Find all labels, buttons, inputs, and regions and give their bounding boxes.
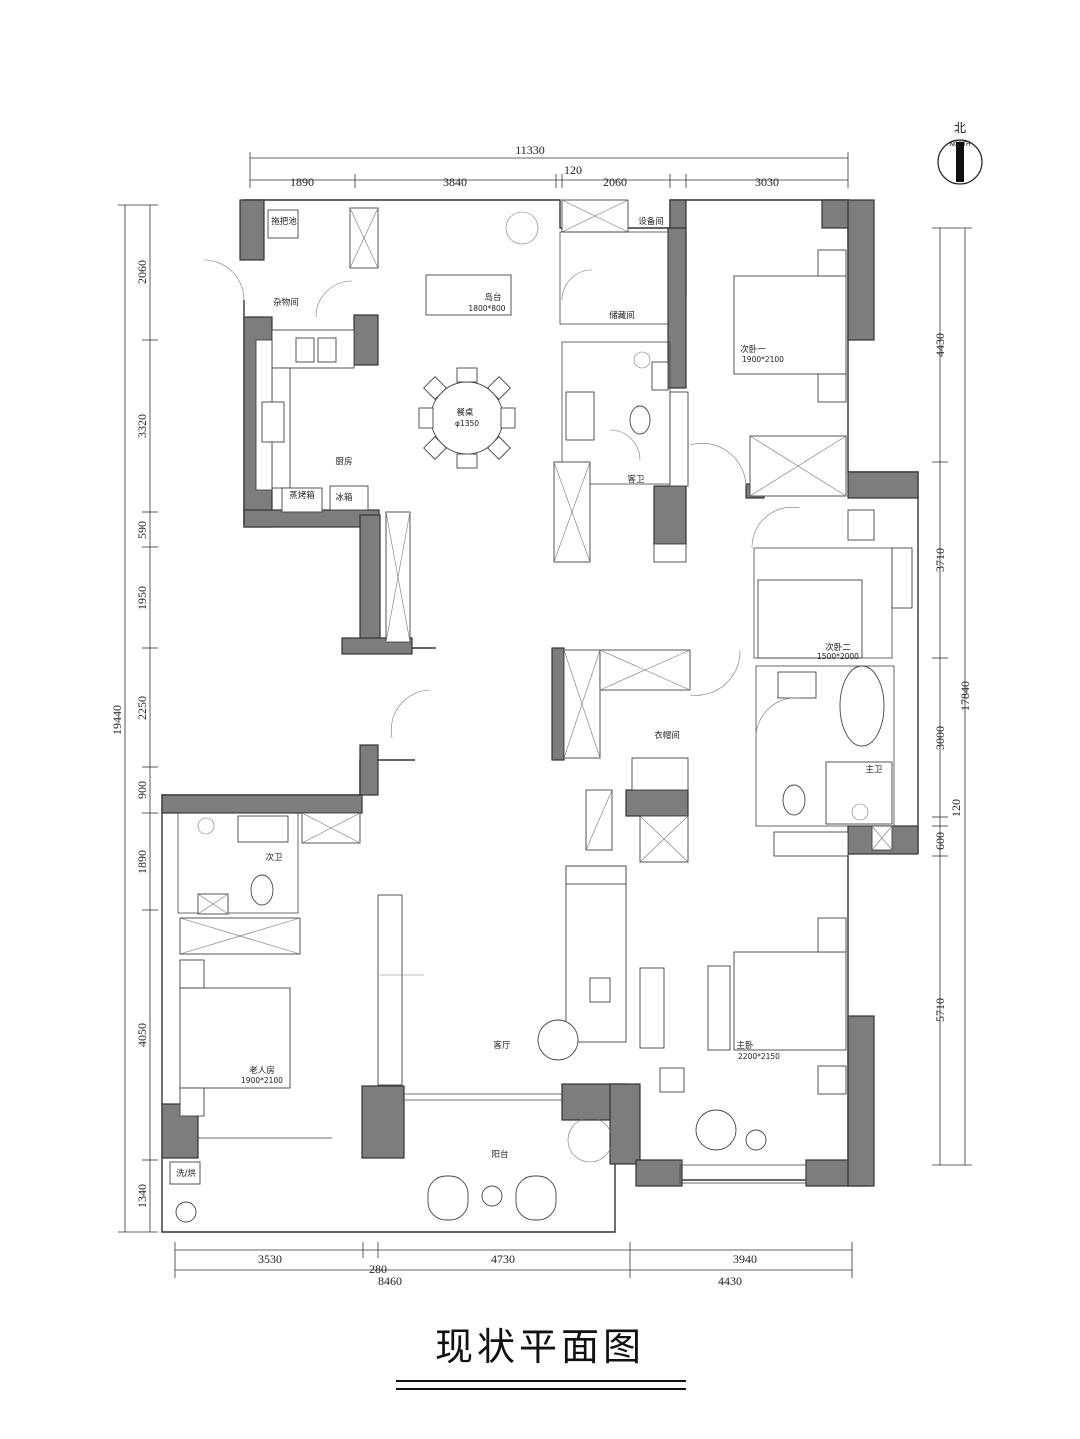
dim-left-9: 1340	[135, 1184, 149, 1208]
label-balcony: 阳台	[491, 1149, 508, 1160]
label-kitchen: 厨房	[335, 456, 352, 467]
dim-top-gap: 120	[564, 163, 582, 177]
dim-top-1: 1890	[290, 175, 314, 189]
label-cloakroom: 衣帽间	[654, 730, 680, 741]
north-label-en: NORTH	[949, 141, 970, 148]
dim-bottom-2: 280	[369, 1262, 387, 1276]
dim-left-1: 2060	[135, 260, 149, 284]
dim-right-6: 5710	[933, 998, 947, 1022]
label-guest-bath: 客卫	[627, 474, 645, 485]
plant-icon	[197, 817, 215, 835]
dim-left-total: 19440	[110, 705, 124, 735]
north-compass-icon: 北 NORTH	[937, 121, 983, 185]
label-laundry: 洗/烘	[176, 1168, 196, 1179]
plant-icon	[567, 1117, 613, 1163]
label-island-size: 1800*800	[468, 304, 505, 313]
dim-left-6: 900	[135, 781, 149, 799]
floor-plan-drawing: 11330 120 1890 3840 2060 3030 19440 2060…	[110, 121, 983, 1288]
label-elder-size: 1900*2100	[241, 1076, 283, 1085]
dim-bottom-3: 4730	[491, 1252, 515, 1266]
dim-left-8: 4050	[135, 1023, 149, 1047]
dim-top-total: 11330	[515, 143, 545, 157]
dim-right-total: 17840	[958, 681, 972, 711]
plant-icon	[505, 211, 539, 245]
label-master-bath: 主卫	[865, 764, 883, 775]
label-elder-room: 老人房	[249, 1065, 275, 1076]
label-dining: 餐桌	[456, 407, 474, 418]
north-label: 北	[954, 121, 966, 135]
dim-left-4: 1950	[135, 586, 149, 610]
label-bedroom2-size: 1900*2100	[742, 355, 784, 364]
label-dining-size: φ1350	[455, 419, 479, 428]
label-storage: 储藏间	[609, 310, 635, 321]
dim-bottom-6: 4430	[718, 1274, 742, 1288]
dim-right-3: 3000	[933, 726, 947, 750]
label-mop: 拖把池	[271, 216, 297, 227]
plant-icon	[633, 351, 651, 369]
label-fridge: 冰箱	[335, 492, 353, 503]
label-island: 岛台	[484, 292, 501, 303]
dim-bottom-5: 8460	[378, 1274, 402, 1288]
label-equipment: 设备间	[638, 216, 664, 227]
label-second-bath: 次卫	[265, 852, 283, 863]
dim-left-3: 590	[135, 521, 149, 539]
dimension-lines	[118, 152, 972, 1278]
dim-top-2: 3840	[443, 175, 467, 189]
dim-bottom-4: 3940	[733, 1252, 757, 1266]
page-title: 现状平面图	[434, 1325, 645, 1369]
title-underline	[396, 1388, 686, 1390]
dim-right-4: 120	[949, 799, 963, 817]
dim-right-5: 600	[933, 832, 947, 850]
dim-left-2: 3320	[135, 414, 149, 438]
title-underline	[396, 1380, 686, 1382]
label-bedroom2: 次卧一	[740, 344, 766, 355]
dim-left-7: 1890	[135, 850, 149, 874]
dim-top-3: 2060	[603, 175, 627, 189]
dim-right-2: 3710	[933, 548, 947, 572]
label-living: 客厅	[493, 1040, 511, 1051]
furniture	[169, 199, 913, 1223]
label-storage-misc: 杂物间	[273, 297, 299, 308]
dim-bottom-1: 3530	[258, 1252, 282, 1266]
label-bedroom3: 次卧二	[825, 642, 851, 653]
label-master-size: 2200*2150	[738, 1052, 780, 1061]
label-oven: 蒸烤箱	[289, 490, 315, 501]
dim-top-4: 3030	[755, 175, 779, 189]
dim-left-5: 2250	[135, 696, 149, 720]
label-master-bed: 主卧	[736, 1040, 754, 1051]
label-bedroom3-size: 1500*2000	[817, 652, 859, 661]
plant-icon	[851, 803, 869, 821]
dim-right-1: 4430	[933, 333, 947, 357]
